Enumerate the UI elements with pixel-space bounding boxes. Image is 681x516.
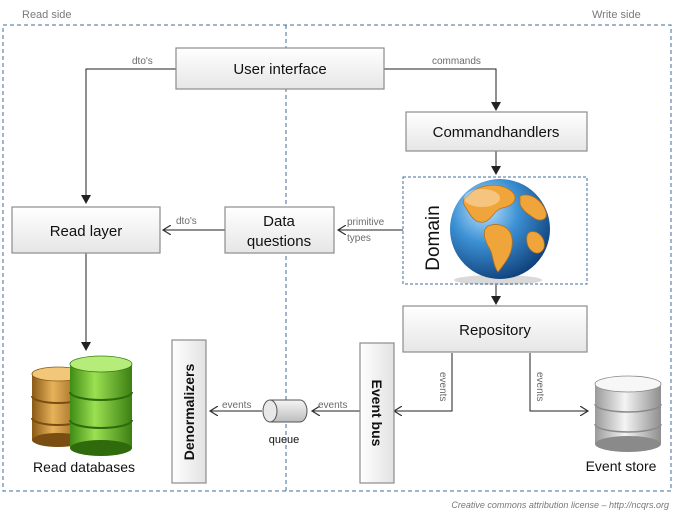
arrow-ui-to-read-layer bbox=[81, 68, 176, 204]
commandhandlers-label: Commandhandlers bbox=[433, 124, 560, 141]
arrow-repository-to-event-bus bbox=[394, 353, 453, 411]
edge-label-types: types bbox=[347, 233, 371, 244]
edge-label-events-repo-bus: events bbox=[437, 372, 448, 401]
domain-box: Domain bbox=[402, 176, 588, 285]
globe-icon bbox=[450, 179, 550, 285]
queue-icon bbox=[262, 399, 308, 423]
edge-label-dtos-ui: dto's bbox=[132, 56, 153, 67]
write-side-label: Write side bbox=[592, 9, 641, 21]
data-questions-box: Data questions bbox=[224, 206, 335, 254]
denormalizers-box: Denormalizers bbox=[171, 339, 207, 484]
user-interface-label: User interface bbox=[233, 61, 326, 78]
event-store-caption: Event store bbox=[586, 458, 657, 474]
queue-label: queue bbox=[269, 434, 300, 446]
arrow-ui-to-commandhandlers bbox=[384, 68, 501, 111]
event-store-icon bbox=[594, 375, 662, 452]
commandhandlers-box: Commandhandlers bbox=[405, 111, 588, 152]
read-databases-caption: Read databases bbox=[33, 459, 135, 475]
edge-label-events-queue-denorm: events bbox=[222, 400, 251, 411]
repository-box: Repository bbox=[402, 305, 588, 353]
user-interface-box: User interface bbox=[175, 47, 385, 90]
data-questions-label-line2: questions bbox=[247, 233, 311, 250]
event-bus-label: Event bus bbox=[369, 380, 385, 447]
domain-label: Domain bbox=[423, 205, 444, 270]
event-bus-box: Event bus bbox=[359, 342, 395, 484]
edge-label-commands: commands bbox=[432, 56, 481, 67]
data-questions-label-line1: Data bbox=[263, 213, 295, 230]
edge-label-primitive: primitive bbox=[347, 217, 385, 228]
read-databases-icon bbox=[31, 355, 133, 456]
edge-label-dtos-read: dto's bbox=[176, 216, 197, 227]
denormalizers-label: Denormalizers bbox=[181, 364, 197, 461]
read-side-label: Read side bbox=[22, 9, 72, 21]
license-footer: Creative commons attribution license – h… bbox=[451, 500, 669, 510]
read-layer-box: Read layer bbox=[11, 206, 161, 254]
read-layer-label: Read layer bbox=[50, 223, 123, 240]
repository-label: Repository bbox=[459, 322, 531, 339]
edge-label-events-bus-queue: events bbox=[318, 400, 347, 411]
edge-label-events-repo-store: events bbox=[534, 372, 545, 401]
arrow-repository-to-event-store bbox=[529, 353, 588, 411]
